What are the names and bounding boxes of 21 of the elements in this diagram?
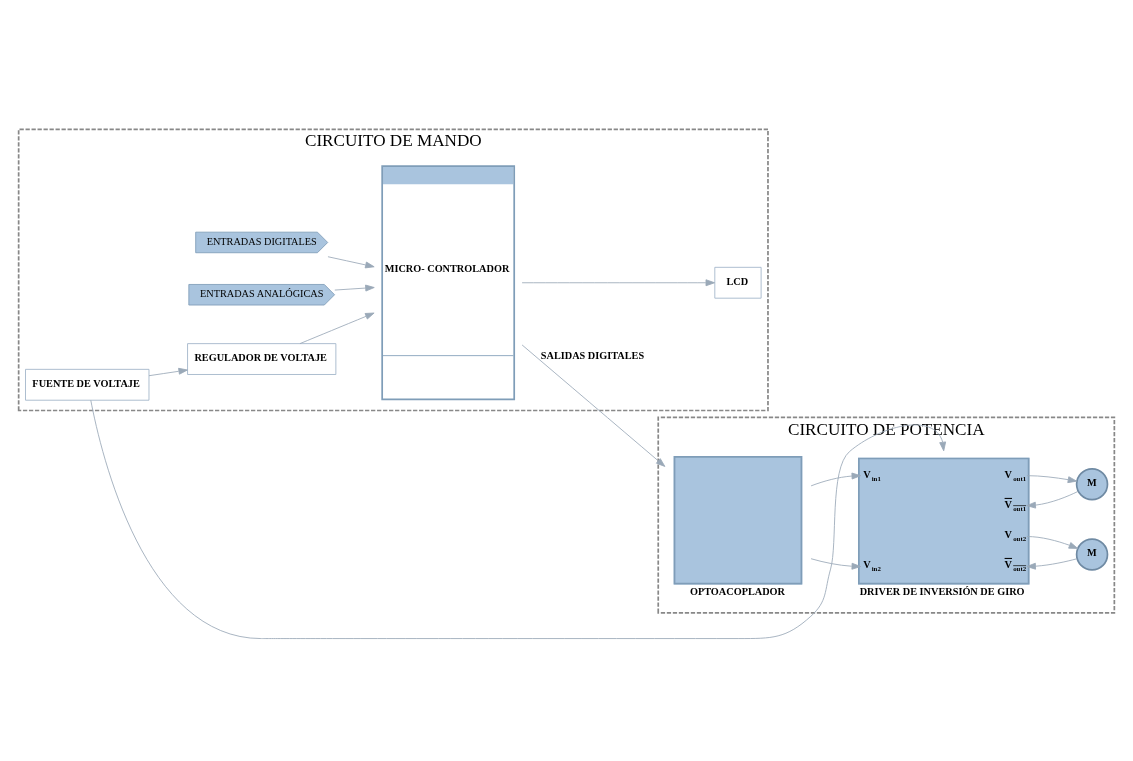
arrow <box>810 558 861 570</box>
node-box: REGULADOR DE VOLTAJE <box>187 343 337 375</box>
arrow <box>810 472 861 487</box>
arrow <box>90 399 947 639</box>
node-box: LCD <box>714 266 762 299</box>
node-circle: M <box>1075 538 1109 571</box>
arrow <box>334 284 375 292</box>
arrow <box>521 279 715 287</box>
node-label: DRIVER DE INVERSIÓN DE GIRO <box>859 586 1025 598</box>
arrow <box>1026 536 1079 549</box>
node-label: OPTOACOPLADOR <box>689 586 786 598</box>
arrow <box>1026 490 1079 509</box>
edge-label: SALIDAS DIGITALES <box>540 349 645 361</box>
arrow <box>299 312 375 345</box>
arrow <box>148 367 188 377</box>
arrow <box>1026 558 1078 570</box>
arrow <box>521 344 666 467</box>
node-box: FUENTE DE VOLTAJE <box>25 368 150 401</box>
arrow <box>327 256 375 269</box>
arrow <box>1026 475 1078 484</box>
node-circle: M <box>1075 467 1109 501</box>
